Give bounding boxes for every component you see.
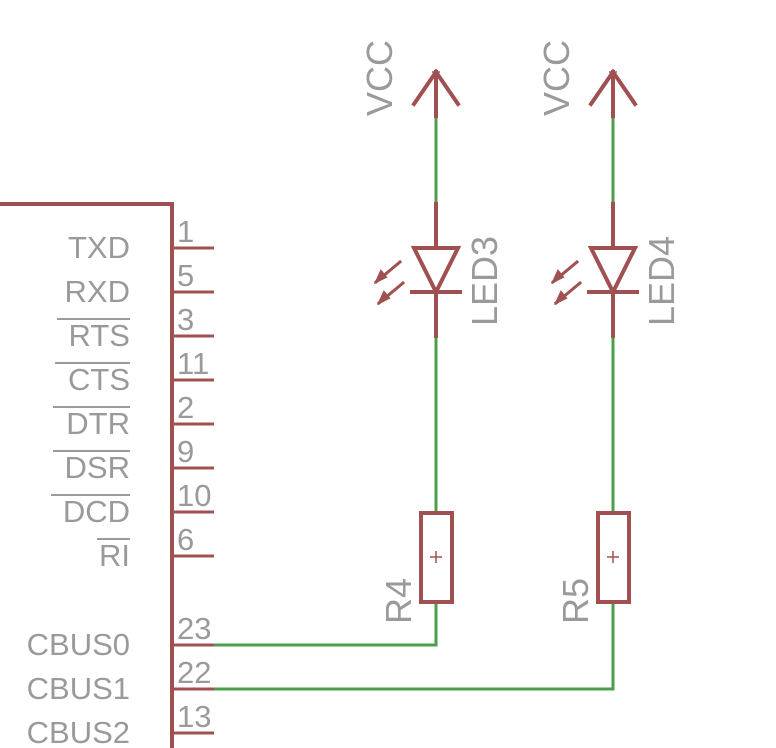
led-3: LED3 xyxy=(373,202,505,338)
pin-number: 10 xyxy=(177,478,211,513)
led-4: LED4 xyxy=(550,202,682,338)
wire-r5-cbus1 xyxy=(214,602,615,691)
led-label: LED3 xyxy=(464,236,505,326)
vcc-symbol-2: VCC xyxy=(536,40,638,118)
pin-number: 14 xyxy=(177,743,211,748)
led-label: LED4 xyxy=(641,236,682,326)
ic-pin-row-11: CBUS2 13 xyxy=(27,699,214,748)
vcc-label: VCC xyxy=(536,40,577,116)
pin-number: 3 xyxy=(177,302,194,337)
pin-label: CBUS2 xyxy=(27,715,130,748)
pin-number: 13 xyxy=(177,699,211,734)
resistor-label: R5 xyxy=(555,578,596,624)
led-triangle-icon xyxy=(587,246,639,297)
ic-pin-row-10: CBUS1 22 xyxy=(27,655,214,706)
pin-label: TXD xyxy=(68,230,130,265)
pin-number: 23 xyxy=(177,611,211,646)
pin-number: 5 xyxy=(177,258,194,293)
pin-label: RTS xyxy=(69,318,130,353)
pin-number: 1 xyxy=(177,214,194,249)
pin-label: CBUS0 xyxy=(27,627,130,662)
ic-pin-row-5: DTR 2 xyxy=(53,390,214,441)
ic-pin-row-4: CTS 11 xyxy=(55,346,214,397)
ic-pin-row-3: RTS 3 xyxy=(57,302,214,353)
pin-label: RXD xyxy=(65,274,130,309)
pin-label: CBUS1 xyxy=(27,671,130,706)
pin-number: 11 xyxy=(177,346,209,381)
pin-label: DSR xyxy=(65,450,130,485)
ic-pin-row-6: DSR 9 xyxy=(53,434,214,485)
led-emission-arrows-icon xyxy=(550,259,583,306)
ic-pin-row-7: DCD 10 xyxy=(51,478,214,529)
ic-body xyxy=(0,202,174,748)
ic-pin-row-2: RXD 5 xyxy=(65,258,214,309)
pin-number: 6 xyxy=(177,522,194,557)
vcc-symbol-1: VCC xyxy=(359,40,461,118)
pin-label: DCD xyxy=(63,494,130,529)
pin-number: 2 xyxy=(177,390,194,425)
pin-number: 9 xyxy=(177,434,194,469)
pin-label: RI xyxy=(99,538,130,573)
ic-pin-row-1: TXD 1 xyxy=(68,214,214,265)
ic-pin-row-9: CBUS0 23 xyxy=(27,611,214,662)
led-emission-arrows-icon xyxy=(373,259,406,306)
resistor-r5: R5 xyxy=(555,511,631,624)
resistor-body xyxy=(419,511,454,604)
vcc-label: VCC xyxy=(359,40,400,116)
wire-r4-cbus0 xyxy=(214,602,438,647)
pin-number: 22 xyxy=(177,655,211,690)
resistor-r4: R4 xyxy=(378,511,454,624)
ic-pin-row-8: RI 6 xyxy=(97,522,214,573)
pin-label: DTR xyxy=(66,406,130,441)
pin-label: CTS xyxy=(68,362,130,397)
ic-pin-row-12: 14 xyxy=(177,743,211,748)
resistor-body xyxy=(596,511,631,604)
led-triangle-icon xyxy=(410,246,462,297)
resistor-label: R4 xyxy=(378,578,419,624)
